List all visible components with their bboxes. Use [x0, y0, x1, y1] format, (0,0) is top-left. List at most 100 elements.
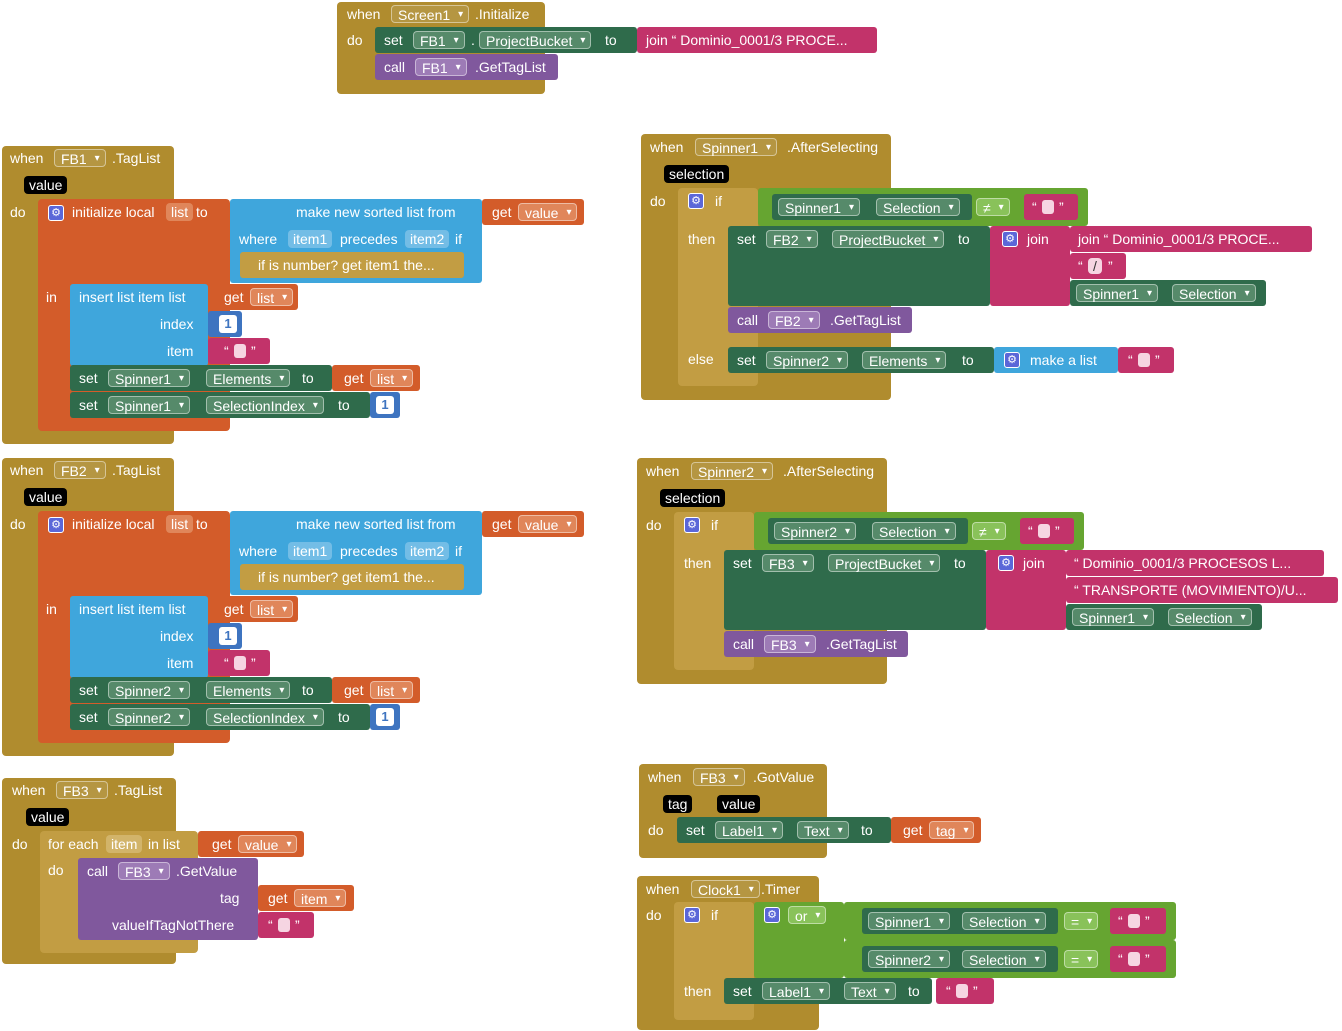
variable-dropdown[interactable]: tag [929, 821, 975, 840]
set-fb3-projectbucket-block[interactable]: set FB3 ProjectBucket to [724, 550, 986, 630]
text-field[interactable] [234, 344, 246, 358]
compare-block[interactable]: Spinner2 Selection ≠ “ ” [754, 512, 1084, 550]
component-dropdown[interactable]: FB2 [768, 311, 820, 330]
gear-icon[interactable]: ⚙ [684, 907, 700, 923]
text-field[interactable] [1128, 914, 1140, 928]
text-field[interactable] [234, 656, 246, 670]
collapsed-comparator-block[interactable]: if is number? get item1 the... [240, 252, 464, 278]
component-dropdown[interactable]: Spinner1 [108, 369, 191, 388]
component-dropdown[interactable]: Spinner2 [691, 462, 774, 481]
text-block-2[interactable]: “ TRANSPORTE (MOVIMIENTO)/U... [1066, 577, 1338, 603]
empty-text-block[interactable]: “ ” [208, 338, 270, 364]
property-dropdown[interactable]: Selection [962, 912, 1046, 931]
property-dropdown[interactable]: Selection [1172, 284, 1256, 303]
spinner1-selection-getter[interactable]: Spinner1 Selection [1066, 604, 1262, 630]
get-list2-block[interactable]: get list [332, 677, 420, 703]
component-dropdown[interactable]: FB2 [766, 230, 818, 249]
gear-icon[interactable]: ⚙ [998, 555, 1014, 571]
text-field[interactable] [1128, 952, 1140, 966]
component-dropdown[interactable]: Spinner1 [868, 912, 951, 931]
join-text-block[interactable]: join “ Dominio_0001/3 PROCE... [637, 27, 877, 53]
empty-text-block[interactable]: “ ” [1020, 518, 1074, 544]
set-label1-text-block[interactable]: set Label1 Text to [677, 817, 891, 843]
variable-dropdown[interactable]: value [518, 515, 578, 534]
insert-list-item-block[interactable]: insert list item list index item [70, 284, 208, 366]
component-dropdown[interactable]: FB3 [56, 781, 108, 800]
param-selection[interactable]: selection [664, 165, 730, 183]
text-field[interactable] [1038, 524, 1050, 538]
component-dropdown[interactable]: FB3 [118, 862, 170, 881]
text-field[interactable] [1042, 200, 1054, 214]
empty-text-block[interactable]: “ ” [1110, 946, 1166, 972]
property-dropdown[interactable]: Selection [962, 950, 1046, 969]
text-field[interactable]: / [1088, 258, 1102, 274]
param-value[interactable]: value [24, 488, 68, 506]
operator-dropdown[interactable]: = [1064, 912, 1099, 931]
slash-text-block[interactable]: “ / ” [1070, 253, 1126, 279]
component-dropdown[interactable]: Clock1 [691, 880, 760, 899]
param-value[interactable]: value [717, 795, 761, 813]
empty-text-block[interactable]: “ ” [1024, 194, 1078, 220]
call-fb3-gettaglist-block[interactable]: call FB3 .GetTagList [724, 631, 908, 657]
call-fb1-gettaglist-block[interactable]: call FB1 .GetTagList [375, 54, 558, 80]
get-list-block[interactable]: get list [208, 596, 298, 622]
spinner1-selection-getter[interactable]: Spinner1 Selection [772, 194, 972, 220]
number-block[interactable]: 1 [208, 623, 242, 649]
property-dropdown[interactable]: Selection [876, 198, 960, 217]
get-tag-block[interactable]: get tag [891, 817, 981, 843]
gear-icon[interactable]: ⚙ [688, 193, 704, 209]
compare-block-1[interactable]: Spinner1 Selection = “ ” [844, 902, 1176, 940]
set-spinner1-elements-block[interactable]: set Spinner1 Elements to [70, 365, 332, 391]
component-dropdown[interactable]: Spinner1 [1076, 284, 1159, 303]
get-list2-block[interactable]: get list [332, 365, 420, 391]
number-block[interactable]: 1 [370, 392, 400, 418]
fb3-gotvalue-block[interactable]: when FB3 .GotValue tag value do [639, 764, 827, 858]
param-value[interactable]: value [24, 176, 68, 194]
number-block[interactable]: 1 [208, 311, 242, 337]
number-value[interactable]: 1 [376, 396, 394, 414]
spinner2-selection-getter[interactable]: Spinner2 Selection [862, 946, 1058, 972]
component-dropdown[interactable]: Spinner2 [868, 950, 951, 969]
operator-dropdown[interactable]: = [1064, 950, 1099, 969]
local-name[interactable]: list [166, 515, 194, 533]
component-dropdown[interactable]: FB3 [762, 554, 814, 573]
item1-param[interactable]: item1 [288, 542, 333, 560]
set-spinner2-elements-block[interactable]: set Spinner2 Elements to [70, 677, 332, 703]
loop-variable[interactable]: item [106, 835, 143, 853]
set-fb1-projectbucket-block[interactable]: set FB1 . ProjectBucket to [375, 27, 637, 53]
component-dropdown[interactable]: Spinner2 [766, 351, 849, 370]
component-dropdown[interactable]: FB3 [764, 635, 816, 654]
component-dropdown[interactable]: Spinner2 [774, 522, 857, 541]
item2-param[interactable]: item2 [405, 542, 450, 560]
property-dropdown[interactable]: Elements [206, 369, 291, 388]
variable-dropdown[interactable]: item [294, 889, 347, 908]
number-value[interactable]: 1 [219, 315, 237, 333]
compare-block-2[interactable]: Spinner2 Selection = “ ” [844, 940, 1176, 978]
gear-icon[interactable]: ⚙ [1002, 231, 1018, 247]
empty-text-block[interactable]: “ ” [258, 912, 314, 938]
property-dropdown[interactable]: ProjectBucket [828, 554, 941, 573]
set-fb2-projectbucket-block[interactable]: set FB2 ProjectBucket to [728, 226, 990, 306]
gear-icon[interactable]: ⚙ [48, 517, 64, 533]
number-value[interactable]: 1 [219, 627, 237, 645]
empty-text-block[interactable]: “ ” [1118, 347, 1174, 373]
join-block[interactable]: ⚙ join [986, 550, 1066, 630]
component-dropdown[interactable]: Label1 [762, 982, 831, 1001]
number-block[interactable]: 1 [370, 704, 400, 730]
set-label1-text-block[interactable]: set Label1 Text to [724, 978, 932, 1004]
variable-dropdown[interactable]: value [518, 203, 578, 222]
component-dropdown[interactable]: Label1 [715, 821, 784, 840]
property-dropdown[interactable]: Elements [862, 351, 947, 370]
get-value-block[interactable]: get value [482, 511, 584, 537]
param-selection[interactable]: selection [660, 489, 726, 507]
set-spinner1-selectionindex-block[interactable]: set Spinner1 SelectionIndex to [70, 392, 370, 418]
join-collapsed-block[interactable]: join “ Dominio_0001/3 PROCE... [1070, 226, 1312, 252]
property-dropdown[interactable]: ProjectBucket [479, 31, 592, 50]
gear-icon[interactable]: ⚙ [1004, 352, 1020, 368]
compare-block[interactable]: Spinner1 Selection ≠ “ ” [758, 188, 1088, 226]
property-dropdown[interactable]: Text [797, 821, 849, 840]
empty-text-block[interactable]: “ ” [208, 650, 270, 676]
number-value[interactable]: 1 [376, 708, 394, 726]
operator-dropdown[interactable]: ≠ [976, 198, 1010, 217]
collapsed-comparator-block[interactable]: if is number? get item1 the... [240, 564, 464, 590]
